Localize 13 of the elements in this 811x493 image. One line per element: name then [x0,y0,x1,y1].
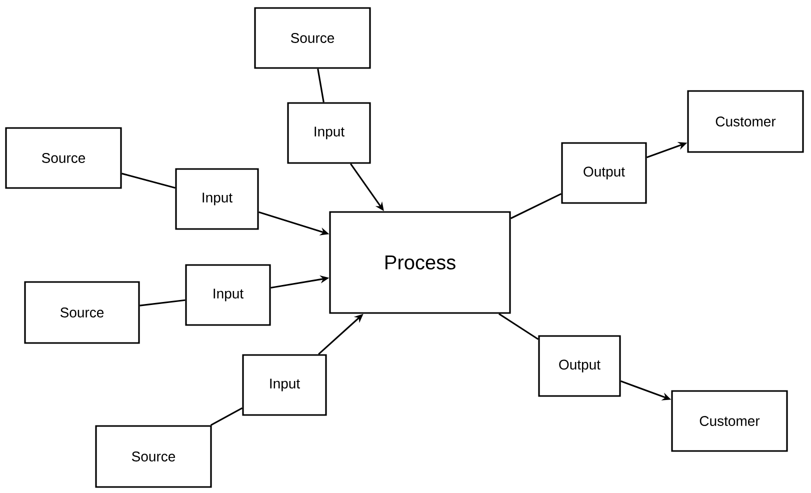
process-box: Input [175,168,259,230]
process-box: Output [561,142,647,204]
process-box: Source [254,7,371,69]
process-box: Source [95,425,212,488]
process-box: Output [538,335,621,397]
process-box: Input [185,264,271,326]
process-box: Input [242,354,327,416]
process-box: Customer [671,390,788,452]
process-box: Customer [687,90,804,153]
process-box: Source [5,127,122,189]
process-box: Process [329,211,511,314]
process-box: Source [24,281,140,344]
process-box: Input [287,102,371,164]
